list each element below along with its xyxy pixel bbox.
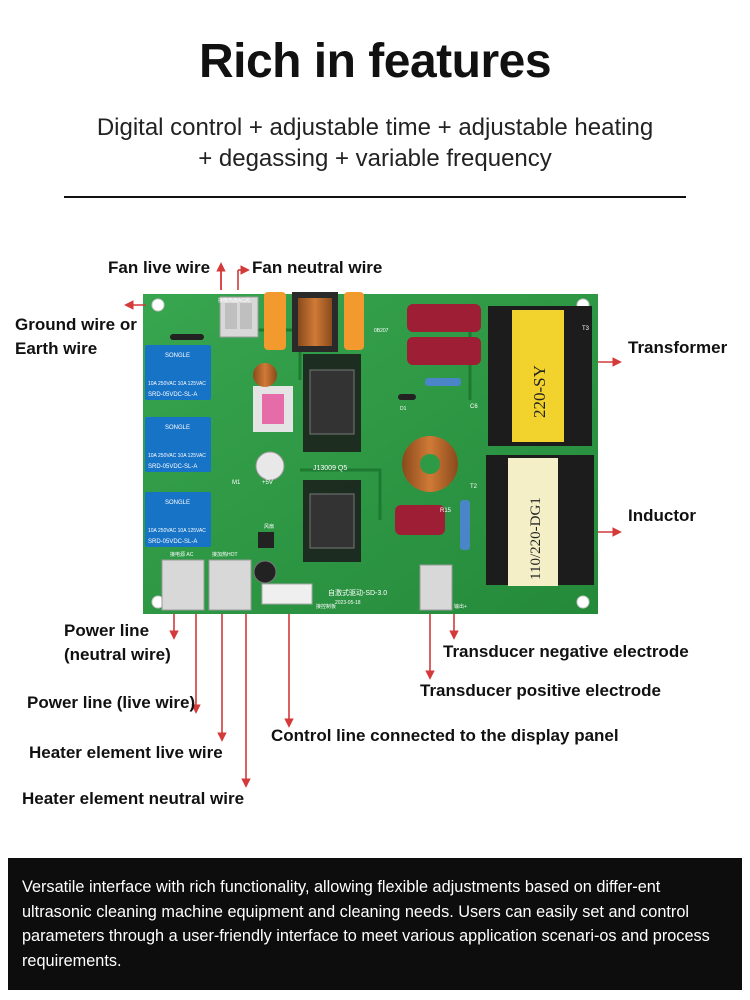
svg-text:SONGLE: SONGLE bbox=[165, 425, 190, 431]
description-text: Versatile interface with rich functional… bbox=[22, 878, 710, 970]
svg-text:自激式驱动-SD-3.0: 自激式驱动-SD-3.0 bbox=[328, 588, 387, 597]
subtitle-line-1: Digital control + adjustable time + adju… bbox=[96, 114, 654, 141]
x-capacitor bbox=[264, 292, 286, 350]
svg-text:+5V: +5V bbox=[262, 480, 273, 486]
electrolytic-cap bbox=[255, 451, 285, 481]
label-power-neutral: Power line (neutral wire) bbox=[64, 619, 171, 667]
svg-text:C6: C6 bbox=[470, 404, 478, 410]
resistor bbox=[425, 378, 461, 386]
svg-text:输出+: 输出+ bbox=[454, 603, 467, 610]
svg-text:M1: M1 bbox=[232, 480, 241, 486]
small-inductor bbox=[253, 363, 277, 387]
diode bbox=[170, 334, 204, 340]
label-transducer-negative: Transducer negative electrode bbox=[443, 642, 689, 661]
label-control-line: Control line connected to the display pa… bbox=[271, 726, 619, 745]
mount-hole bbox=[576, 595, 590, 609]
label-power-neutral-line-2: (neutral wire) bbox=[64, 645, 171, 664]
svg-text:SRD-05VDC-SL-A: SRD-05VDC-SL-A bbox=[148, 539, 197, 545]
x-capacitor bbox=[344, 292, 364, 350]
svg-text:220-SY: 220-SY bbox=[530, 365, 549, 418]
relay-2: SONGLE 10A 250VAC 10A 125VAC SRD-05VDC-S… bbox=[145, 417, 211, 472]
svg-text:接散热扇AC风: 接散热扇AC风 bbox=[218, 297, 250, 304]
svg-text:2023-05-18: 2023-05-18 bbox=[335, 600, 361, 606]
svg-text:接加热HOT: 接加热HOT bbox=[212, 551, 238, 558]
label-ground-line-1: Ground wire or bbox=[15, 315, 137, 334]
leader-lines bbox=[124, 262, 622, 788]
resistor bbox=[460, 500, 470, 550]
svg-text:风扇: 风扇 bbox=[264, 523, 274, 530]
svg-text:J13009 Q5: J13009 Q5 bbox=[313, 465, 347, 472]
mount-hole bbox=[151, 298, 165, 312]
label-heater-neutral: Heater element neutral wire bbox=[22, 789, 245, 808]
svg-text:SONGLE: SONGLE bbox=[165, 353, 190, 359]
transducer-terminal bbox=[419, 564, 453, 611]
label-fan-neutral: Fan neutral wire bbox=[252, 258, 383, 277]
svg-text:SRD-05VDC-SL-A: SRD-05VDC-SL-A bbox=[148, 392, 197, 398]
pcb-board: SONGLE 10A 250VAC 10A 125VAC SRD-05VDC-S… bbox=[143, 292, 598, 614]
svg-text:SRD-05VDC-SL-A: SRD-05VDC-SL-A bbox=[148, 464, 197, 470]
label-ground: Ground wire or Earth wire bbox=[15, 313, 137, 361]
control-connector bbox=[261, 583, 313, 605]
page-subtitle: Digital control + adjustable time + adju… bbox=[0, 112, 750, 174]
svg-text:T3: T3 bbox=[582, 326, 590, 332]
page-title: Rich in features bbox=[198, 35, 552, 88]
subtitle-line-2: + degassing + variable frequency bbox=[198, 145, 552, 172]
title-divider bbox=[64, 196, 686, 198]
svg-text:D1: D1 bbox=[400, 406, 407, 412]
film-capacitor bbox=[407, 304, 481, 332]
svg-text:接控制板: 接控制板 bbox=[316, 603, 336, 610]
svg-text:110/220-DG1: 110/220-DG1 bbox=[528, 497, 544, 580]
label-fan-live: Fan live wire bbox=[108, 258, 211, 277]
film-capacitor bbox=[407, 337, 481, 365]
label-power-neutral-line-1: Power line bbox=[64, 621, 150, 640]
diode bbox=[398, 394, 416, 400]
power-terminal bbox=[161, 559, 205, 611]
film-capacitor bbox=[395, 505, 445, 535]
label-power-live: Power line (live wire) bbox=[27, 693, 196, 712]
description-panel: Versatile interface with rich functional… bbox=[8, 858, 742, 990]
label-ground-line-2: Earth wire bbox=[15, 339, 98, 358]
electrolytic-cap bbox=[253, 560, 277, 584]
svg-text:0B207: 0B207 bbox=[374, 328, 389, 334]
svg-text:接电源 AC: 接电源 AC bbox=[170, 551, 194, 558]
svg-text:SONGLE: SONGLE bbox=[165, 500, 190, 506]
label-inductor: Inductor bbox=[628, 506, 696, 525]
svg-text:T2: T2 bbox=[470, 484, 478, 490]
svg-text:10A 250VAC 10A 125VAC: 10A 250VAC 10A 125VAC bbox=[148, 528, 206, 534]
relay-1: SONGLE 10A 250VAC 10A 125VAC SRD-05VDC-S… bbox=[145, 345, 211, 400]
label-heater-live: Heater element live wire bbox=[29, 743, 223, 762]
fan-header bbox=[258, 532, 274, 548]
svg-text:10A 250VAC 10A 125VAC: 10A 250VAC 10A 125VAC bbox=[148, 453, 206, 459]
main-inductor: 110/220-DG1 bbox=[486, 455, 594, 586]
relay-3: SONGLE 10A 250VAC 10A 125VAC SRD-05VDC-S… bbox=[145, 492, 211, 547]
svg-text:10A 250VAC 10A 125VAC: 10A 250VAC 10A 125VAC bbox=[148, 381, 206, 387]
main-transformer: 220-SY T3 bbox=[488, 306, 592, 446]
label-transducer-positive: Transducer positive electrode bbox=[420, 681, 661, 700]
label-transformer: Transformer bbox=[628, 338, 728, 357]
heater-terminal bbox=[208, 559, 252, 611]
svg-text:R15: R15 bbox=[440, 508, 452, 514]
